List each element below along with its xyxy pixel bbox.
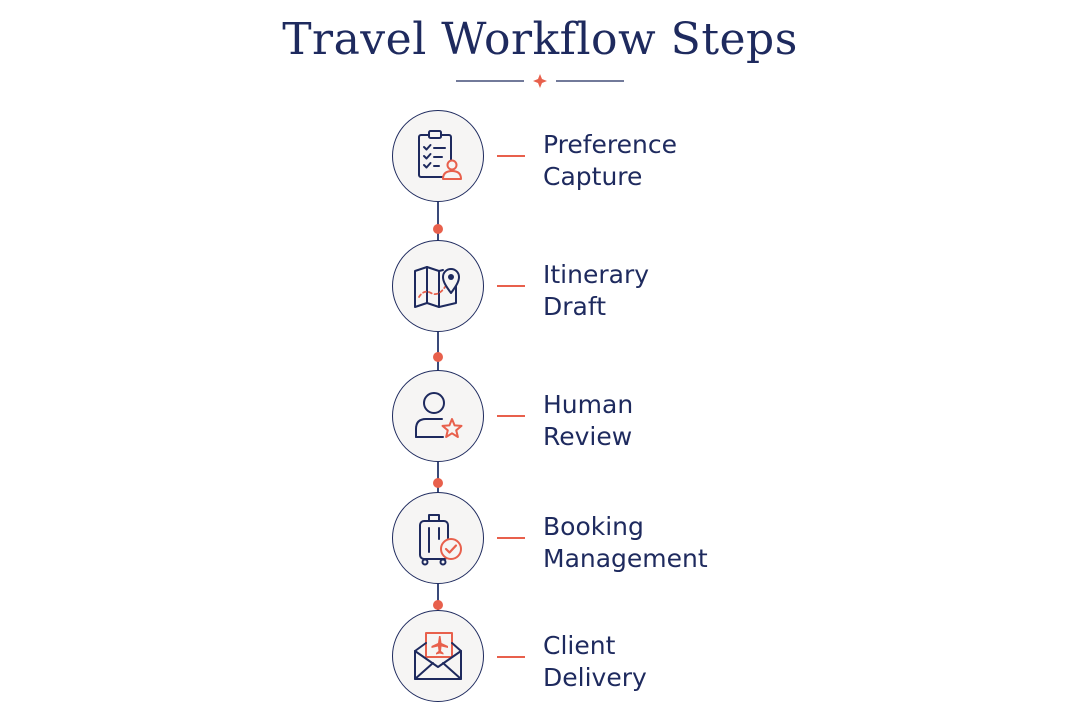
step-2-label-line2: Draft: [543, 292, 607, 321]
step-4-circle: [392, 492, 484, 584]
step-1-label: Preference Capture: [543, 129, 843, 193]
step-5-label-line1: Client: [543, 631, 616, 660]
step-3-circle: [392, 370, 484, 462]
step-2-circle: [392, 240, 484, 332]
step-2-dash: [497, 285, 525, 287]
step-2-label-line1: Itinerary: [543, 260, 650, 289]
step-5-circle: [392, 610, 484, 702]
clipboard-user-icon: [418, 130, 462, 180]
step-4-label-line2: Management: [543, 544, 708, 573]
step-4-dash: [497, 537, 525, 539]
step-1-circle: [392, 110, 484, 202]
connector-line: [437, 202, 439, 242]
title-divider: [456, 74, 624, 88]
envelope-plane-icon: [414, 632, 462, 680]
connector-line: [437, 584, 439, 612]
step-5-label-line2: Delivery: [543, 663, 647, 692]
connector-dot: [433, 478, 443, 488]
step-3-label: Human Review: [543, 389, 843, 453]
step-5-dash: [497, 656, 525, 658]
step-2-label: Itinerary Draft: [543, 259, 843, 323]
sparkle-icon: [533, 74, 547, 88]
person-star-icon: [415, 392, 463, 438]
map-pin-icon: [414, 266, 460, 308]
step-3-dash: [497, 415, 525, 417]
step-3-label-line2: Review: [543, 422, 633, 451]
connector-dot: [433, 224, 443, 234]
connector-dot: [433, 352, 443, 362]
diagram-title: Travel Workflow Steps: [282, 14, 798, 65]
step-1-label-line2: Capture: [543, 162, 643, 191]
step-1-dash: [497, 155, 525, 157]
step-1-label-line1: Preference: [543, 130, 678, 159]
connector-dot: [433, 600, 443, 610]
step-4-label: Booking Management: [543, 511, 843, 575]
step-4-label-line1: Booking: [543, 512, 644, 541]
step-3-label-line1: Human: [543, 390, 634, 419]
luggage-check-icon: [419, 514, 462, 566]
step-5-label: Client Delivery: [543, 630, 843, 694]
